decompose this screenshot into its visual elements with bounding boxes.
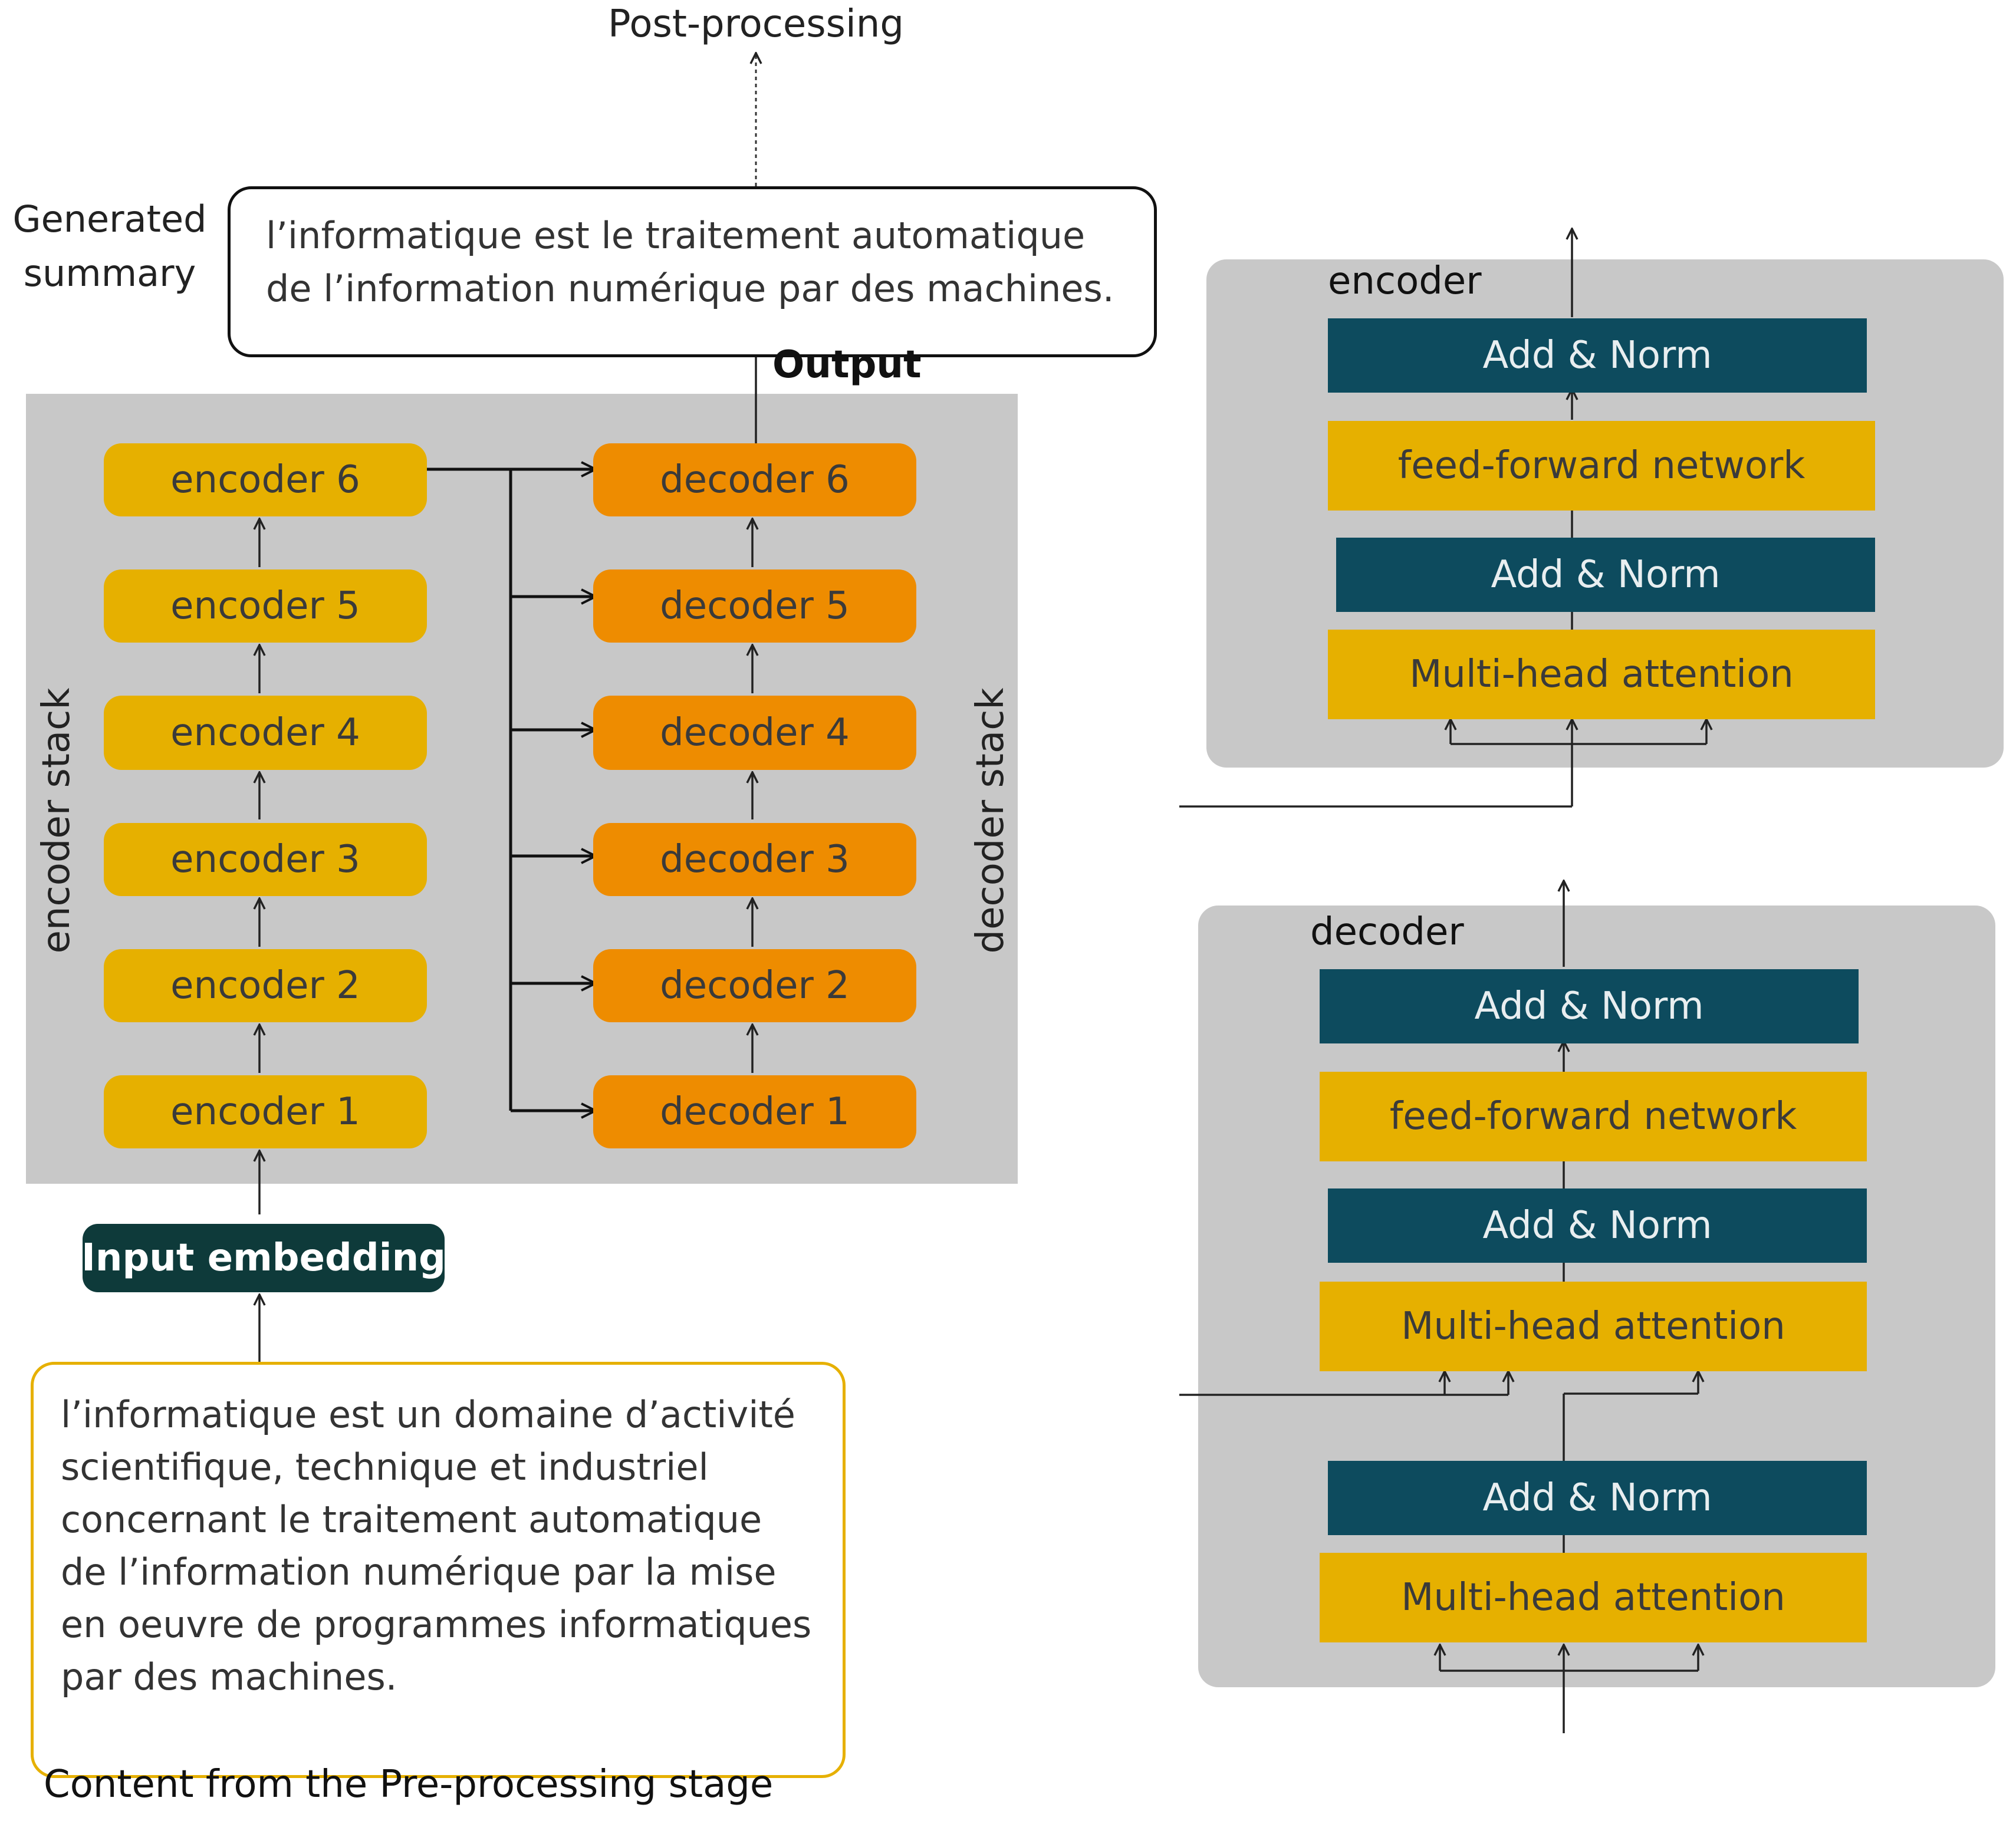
encoder-block-4: encoder 4 (104, 696, 427, 770)
decoder-add-norm-top: Add & Norm (1320, 969, 1859, 1043)
encoder-detail-title: encoder (1328, 259, 1482, 303)
generated-summary-label-line1: Generated (12, 197, 207, 241)
encoder-block-5: encoder 5 (104, 569, 427, 643)
encoder-multi-head-attention: Multi-head attention (1328, 630, 1875, 719)
input-content-line-1: l’informatique est un domaine d’activité (61, 1393, 795, 1436)
input-content-line-5: en oeuvre de programmes informatiques (61, 1603, 812, 1646)
decoder-add-norm-bottom: Add & Norm (1328, 1461, 1867, 1535)
decoder-block-1: decoder 1 (593, 1075, 916, 1148)
decoder-block-5: decoder 5 (593, 569, 916, 643)
decoder-block-2: decoder 2 (593, 949, 916, 1022)
input-content-box: l’informatique est un domaine d’activité… (31, 1362, 846, 1778)
input-embedding-block: Input embedding (81, 1224, 446, 1292)
encoder-block-1: encoder 1 (104, 1075, 427, 1148)
source-caption: Content from the Pre-processing stage (44, 1763, 774, 1806)
generated-summary-line1: l’informatique est le traitement automat… (266, 214, 1086, 257)
decoder-block-6: decoder 6 (593, 443, 916, 516)
encoder-block-2: encoder 2 (104, 949, 427, 1022)
generated-summary-box: l’informatique est le traitement automat… (228, 186, 1157, 357)
generated-summary-label: Generated summary (13, 192, 207, 301)
generated-summary-label-line2: summary (23, 252, 196, 295)
decoder-detail-title: decoder (1310, 910, 1464, 954)
input-content-line-3: concernant le traitement automatique (61, 1498, 762, 1541)
encoder-add-norm-mid: Add & Norm (1336, 538, 1875, 612)
generated-summary-line2: de l’information numérique par des machi… (266, 267, 1114, 310)
input-content-line-2: scientifique, technique et industriel (61, 1446, 709, 1489)
input-content-line-6: par des machines. (61, 1655, 397, 1698)
stack-panel (26, 394, 1018, 1184)
decoder-feed-forward: feed-forward network (1320, 1072, 1867, 1161)
encoder-block-6: encoder 6 (104, 443, 427, 516)
output-label: Output (772, 343, 922, 387)
decoder-stack-label: decoder stack (969, 687, 1012, 954)
input-content-line-4: de l’information numérique par la mise (61, 1550, 777, 1593)
encoder-stack-label: encoder stack (35, 687, 78, 954)
decoder-cross-attention: Multi-head attention (1320, 1282, 1867, 1371)
post-processing-label: Post-processing (608, 2, 904, 46)
encoder-block-3: encoder 3 (104, 823, 427, 896)
decoder-add-norm-mid: Add & Norm (1328, 1188, 1867, 1263)
encoder-add-norm-top: Add & Norm (1328, 318, 1867, 393)
decoder-self-attention: Multi-head attention (1320, 1553, 1867, 1642)
decoder-block-3: decoder 3 (593, 823, 916, 896)
encoder-feed-forward: feed-forward network (1328, 421, 1875, 511)
decoder-block-4: decoder 4 (593, 696, 916, 770)
